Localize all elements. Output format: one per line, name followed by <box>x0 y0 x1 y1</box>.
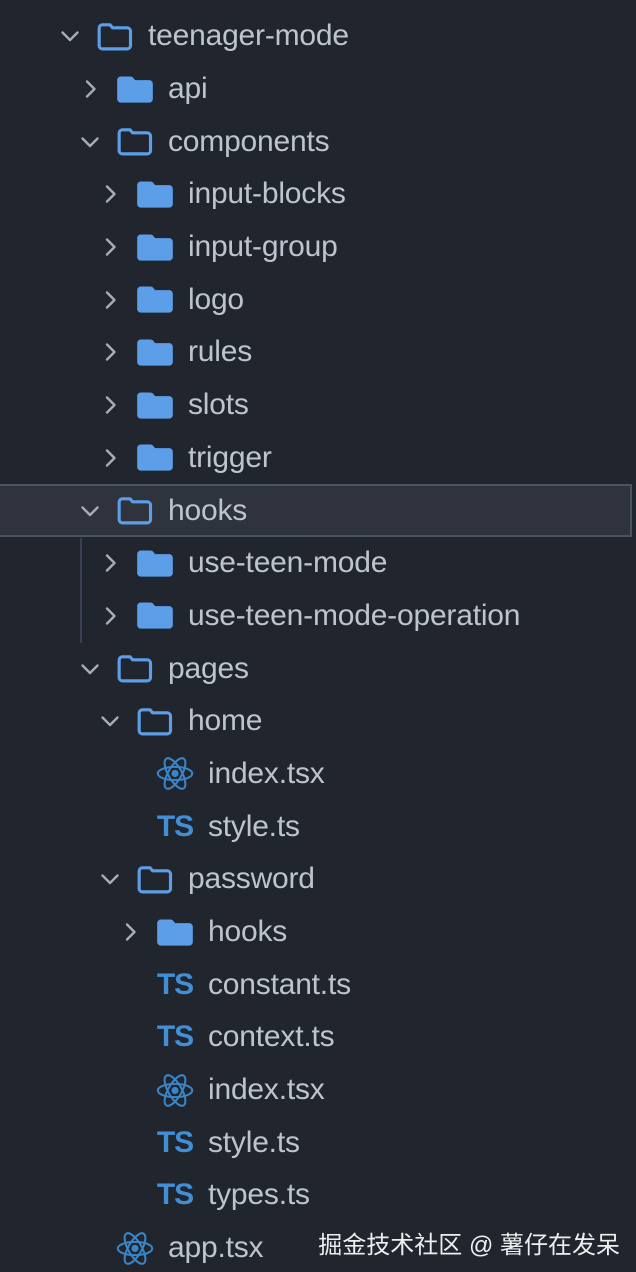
chevron-right-icon[interactable] <box>98 182 122 206</box>
folder-icon <box>154 911 196 953</box>
tree-item-label: app.tsx <box>168 1231 264 1265</box>
tree-item-input-blocks[interactable]: input-blocks <box>0 168 636 221</box>
tree-item-index.tsx[interactable]: index.tsx <box>0 748 636 801</box>
chevron-spacer <box>118 1078 142 1102</box>
tree-item-app.tsx[interactable]: app.tsx <box>0 1222 636 1272</box>
folder-icon <box>134 384 176 426</box>
typescript-icon: TS <box>156 1178 194 1212</box>
folder-open-icon <box>114 121 156 163</box>
tree-item-use-teen-mode[interactable]: use-teen-mode <box>0 537 636 590</box>
tree-item-use-teen-mode-operation[interactable]: use-teen-mode-operation <box>0 590 636 643</box>
tree-item-label: api <box>168 72 208 106</box>
folder-icon <box>114 68 156 110</box>
folder-open-icon <box>134 858 176 900</box>
chevron-spacer <box>118 973 142 997</box>
tree-item-label: index.tsx <box>208 756 325 790</box>
tree-item-label: use-teen-mode <box>188 546 388 580</box>
watermark: 掘金技术社区 @ 薯仔在发呆 <box>318 1232 620 1259</box>
react-icon <box>154 753 196 795</box>
chevron-spacer <box>118 1025 142 1049</box>
folder-icon <box>134 542 176 584</box>
chevron-spacer <box>118 1183 142 1207</box>
chevron-right-icon[interactable] <box>98 235 122 259</box>
chevron-down-icon[interactable] <box>58 24 82 48</box>
folder-icon <box>134 331 176 373</box>
chevron-right-icon[interactable] <box>118 920 142 944</box>
tree-item-label: pages <box>168 651 249 685</box>
tree-item-label: style.ts <box>208 809 300 843</box>
tree-item-label: components <box>168 124 330 158</box>
typescript-icon: TS <box>156 809 194 843</box>
tree-item-slots[interactable]: slots <box>0 379 636 432</box>
file-tree: teenager-mode api components input-block… <box>0 10 636 1272</box>
tree-item-hooks[interactable]: hooks <box>0 906 636 959</box>
chevron-spacer <box>118 762 142 786</box>
folder-icon <box>134 437 176 479</box>
chevron-spacer <box>118 815 142 839</box>
tree-item-constant.ts[interactable]: TS constant.ts <box>0 958 636 1011</box>
tree-item-label: style.ts <box>208 1125 300 1159</box>
indent-guide <box>80 538 82 643</box>
tree-item-hooks[interactable]: hooks <box>0 484 632 537</box>
folder-icon <box>134 595 176 637</box>
tree-item-label: input-blocks <box>188 177 346 211</box>
chevron-right-icon[interactable] <box>78 77 102 101</box>
folder-open-icon <box>94 15 136 57</box>
tree-item-index.tsx[interactable]: index.tsx <box>0 1064 636 1117</box>
tree-item-home[interactable]: home <box>0 695 636 748</box>
tree-item-style.ts[interactable]: TS style.ts <box>0 800 636 853</box>
folder-open-icon <box>114 648 156 690</box>
tree-item-label: home <box>188 704 263 738</box>
folder-icon <box>134 279 176 321</box>
tree-item-label: use-teen-mode-operation <box>188 598 521 632</box>
tree-item-label: password <box>188 862 315 896</box>
folder-icon <box>134 173 176 215</box>
folder-open-icon <box>134 700 176 742</box>
chevron-down-icon[interactable] <box>78 657 102 681</box>
tree-item-label: trigger <box>188 440 272 474</box>
chevron-down-icon[interactable] <box>78 130 102 154</box>
folder-icon <box>134 226 176 268</box>
tree-item-logo[interactable]: logo <box>0 273 636 326</box>
chevron-right-icon[interactable] <box>98 446 122 470</box>
chevron-right-icon[interactable] <box>98 288 122 312</box>
chevron-spacer <box>118 1131 142 1155</box>
tree-item-pages[interactable]: pages <box>0 642 636 695</box>
react-icon <box>114 1227 156 1269</box>
tree-item-label: hooks <box>168 493 248 527</box>
react-icon <box>154 1069 196 1111</box>
tree-item-rules[interactable]: rules <box>0 326 636 379</box>
tree-item-label: hooks <box>208 915 288 949</box>
tree-item-components[interactable]: components <box>0 115 636 168</box>
chevron-right-icon[interactable] <box>98 604 122 628</box>
tree-item-label: slots <box>188 388 249 422</box>
tree-item-input-group[interactable]: input-group <box>0 221 636 274</box>
chevron-right-icon[interactable] <box>98 551 122 575</box>
typescript-icon: TS <box>156 1125 194 1159</box>
tree-item-label: input-group <box>188 230 338 264</box>
typescript-icon: TS <box>156 1020 194 1054</box>
chevron-right-icon[interactable] <box>98 393 122 417</box>
tree-item-label: logo <box>188 282 244 316</box>
tree-item-context.ts[interactable]: TS context.ts <box>0 1011 636 1064</box>
tree-item-api[interactable]: api <box>0 63 636 116</box>
chevron-down-icon[interactable] <box>98 709 122 733</box>
tree-item-trigger[interactable]: trigger <box>0 432 636 485</box>
tree-item-types.ts[interactable]: TS types.ts <box>0 1169 636 1222</box>
tree-item-label: types.ts <box>208 1178 310 1212</box>
typescript-icon: TS <box>156 967 194 1001</box>
chevron-down-icon[interactable] <box>78 499 102 523</box>
tree-item-label: context.ts <box>208 1020 335 1054</box>
folder-open-icon <box>114 490 156 532</box>
tree-item-label: rules <box>188 335 253 369</box>
tree-item-label: constant.ts <box>208 967 351 1001</box>
tree-item-style.ts[interactable]: TS style.ts <box>0 1116 636 1169</box>
tree-item-password[interactable]: password <box>0 853 636 906</box>
tree-item-label: teenager-mode <box>148 19 349 53</box>
tree-item-label: index.tsx <box>208 1073 325 1107</box>
chevron-right-icon[interactable] <box>98 340 122 364</box>
tree-item-teenager-mode[interactable]: teenager-mode <box>0 10 636 63</box>
chevron-down-icon[interactable] <box>98 867 122 891</box>
chevron-spacer <box>78 1236 102 1260</box>
